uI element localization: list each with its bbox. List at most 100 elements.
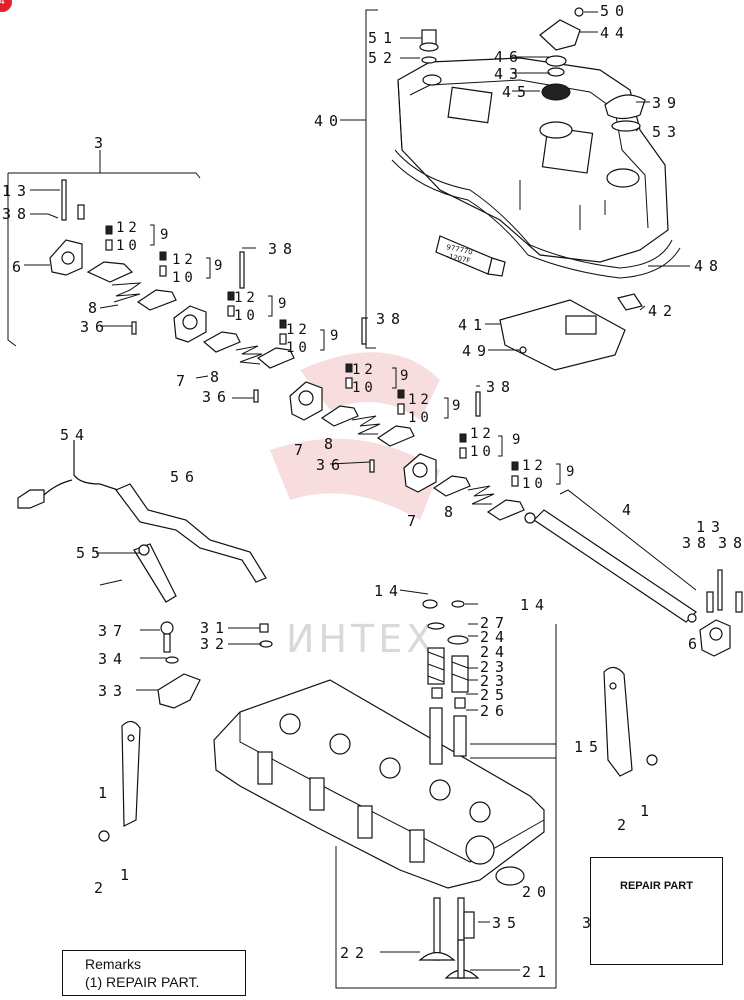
callout-50: 50: [600, 2, 630, 20]
callout-10-d: 10: [286, 340, 311, 356]
callout-2-left: 2: [94, 879, 109, 897]
callout-9-h: 9: [566, 464, 578, 480]
remarks-title: Remarks: [85, 956, 142, 972]
callout-43: 43: [494, 65, 524, 83]
rocker-group-4: [403, 433, 525, 521]
callout-8-c: 8: [324, 435, 339, 453]
callout-26: 26: [480, 702, 510, 720]
repair-part-title: REPAIR PART: [620, 880, 693, 892]
injector-clamp: [157, 673, 201, 709]
callout-15: 15: [574, 738, 604, 756]
breather-cover: [539, 7, 584, 101]
callout-12-f: 12: [408, 392, 433, 408]
callout-14-right: 14: [520, 596, 550, 614]
callout-38-b: 38: [376, 310, 406, 328]
hanger-left: [121, 720, 141, 827]
callout-40: 40: [314, 112, 344, 130]
callout-3: 3: [94, 134, 109, 152]
callout-7-a: 7: [176, 372, 191, 390]
callout-13-right: 13: [696, 518, 726, 536]
repair-part-box: REPAIR PART: [590, 857, 723, 965]
callout-51: 51: [368, 29, 398, 47]
callout-9-c: 9: [278, 296, 290, 312]
callout-7-c: 7: [407, 512, 422, 530]
callout-53: 53: [652, 123, 682, 141]
callout-55: 55: [76, 544, 106, 562]
rocker-group-2: [173, 251, 367, 403]
callout-38-a: 38: [268, 240, 298, 258]
callout-8-b: 8: [210, 368, 225, 386]
callout-9-f: 9: [452, 398, 464, 414]
callout-38-c: 38: [486, 378, 516, 396]
filler-plug: [419, 29, 439, 64]
callout-7-b: 7: [294, 441, 309, 459]
page-badge: 4: [0, 0, 12, 12]
hanger-right: [603, 666, 633, 777]
callout-6-right: 6: [688, 635, 703, 653]
callout-14-left: 14: [374, 582, 404, 600]
sealant-tube: 977770 -1207F: [435, 235, 506, 277]
callout-52: 52: [368, 49, 398, 67]
callout-22: 22: [340, 944, 370, 962]
callout-39: 39: [652, 94, 682, 112]
callout-4: 4: [622, 501, 637, 519]
callout-42: 42: [648, 302, 678, 320]
callout-13-left: 13: [2, 182, 32, 200]
baffle-plate: [499, 299, 626, 371]
callout-8-d: 8: [444, 503, 459, 521]
watermark-text: ИНТЕХ: [286, 617, 436, 661]
callout-12-g: 12: [470, 426, 495, 442]
callout-41: 41: [458, 316, 488, 334]
callout-2-right: 2: [617, 816, 632, 834]
callout-56: 56: [170, 468, 200, 486]
callout-10-b: 10: [172, 270, 197, 286]
callout-6-left: 6: [12, 258, 27, 276]
callout-36-c: 36: [316, 456, 346, 474]
cylinder-head-cover: [397, 57, 669, 263]
callout-12-a: 12: [116, 220, 141, 236]
gasket-outline: [394, 149, 673, 269]
callout-10-e: 10: [352, 380, 377, 396]
callout-1-left-b: 1: [120, 866, 135, 884]
bolt-37: [160, 621, 174, 635]
callout-31: 31: [200, 619, 230, 637]
remarks-line: (1) REPAIR PART.: [85, 974, 200, 990]
callout-36-b: 36: [202, 388, 232, 406]
callout-8-a: 8: [88, 299, 103, 317]
callout-48: 48: [694, 257, 724, 275]
rubber-block: [617, 293, 643, 311]
callout-32: 32: [200, 635, 230, 653]
callout-9-b: 9: [214, 258, 226, 274]
glow-plug-harness: [17, 440, 267, 603]
callout-46: 46: [494, 48, 524, 66]
callout-25: 25: [480, 686, 510, 704]
callout-12-h: 12: [522, 458, 547, 474]
rocker-shaft: [524, 489, 697, 623]
callout-12-d: 12: [286, 322, 311, 338]
callout-12-b: 12: [172, 252, 197, 268]
callout-54: 54: [60, 426, 90, 444]
callout-24-a: 24: [480, 628, 510, 646]
callout-27: 27: [480, 614, 510, 632]
callout-10-c: 10: [234, 308, 259, 324]
callout-37: 37: [98, 622, 128, 640]
callout-38-right-b: 38: [718, 534, 744, 552]
rocker-support-right: [699, 569, 743, 657]
callout-23-a: 23: [480, 658, 510, 676]
callout-12-c: 12: [234, 290, 259, 306]
callout-12-e: 12: [352, 362, 377, 378]
callout-44: 44: [600, 24, 630, 42]
callout-20: 20: [522, 883, 552, 901]
callout-10-a: 10: [116, 238, 141, 254]
callout-9-a: 9: [160, 227, 172, 243]
callout-33: 33: [98, 682, 128, 700]
rocker-group-1: [49, 179, 177, 335]
callout-1-left: 1: [98, 784, 113, 802]
rocker-group-3: [289, 363, 481, 473]
callout-10-g: 10: [470, 444, 495, 460]
callout-10-h: 10: [522, 476, 547, 492]
callout-23-b: 23: [480, 672, 510, 690]
callout-34: 34: [98, 650, 128, 668]
